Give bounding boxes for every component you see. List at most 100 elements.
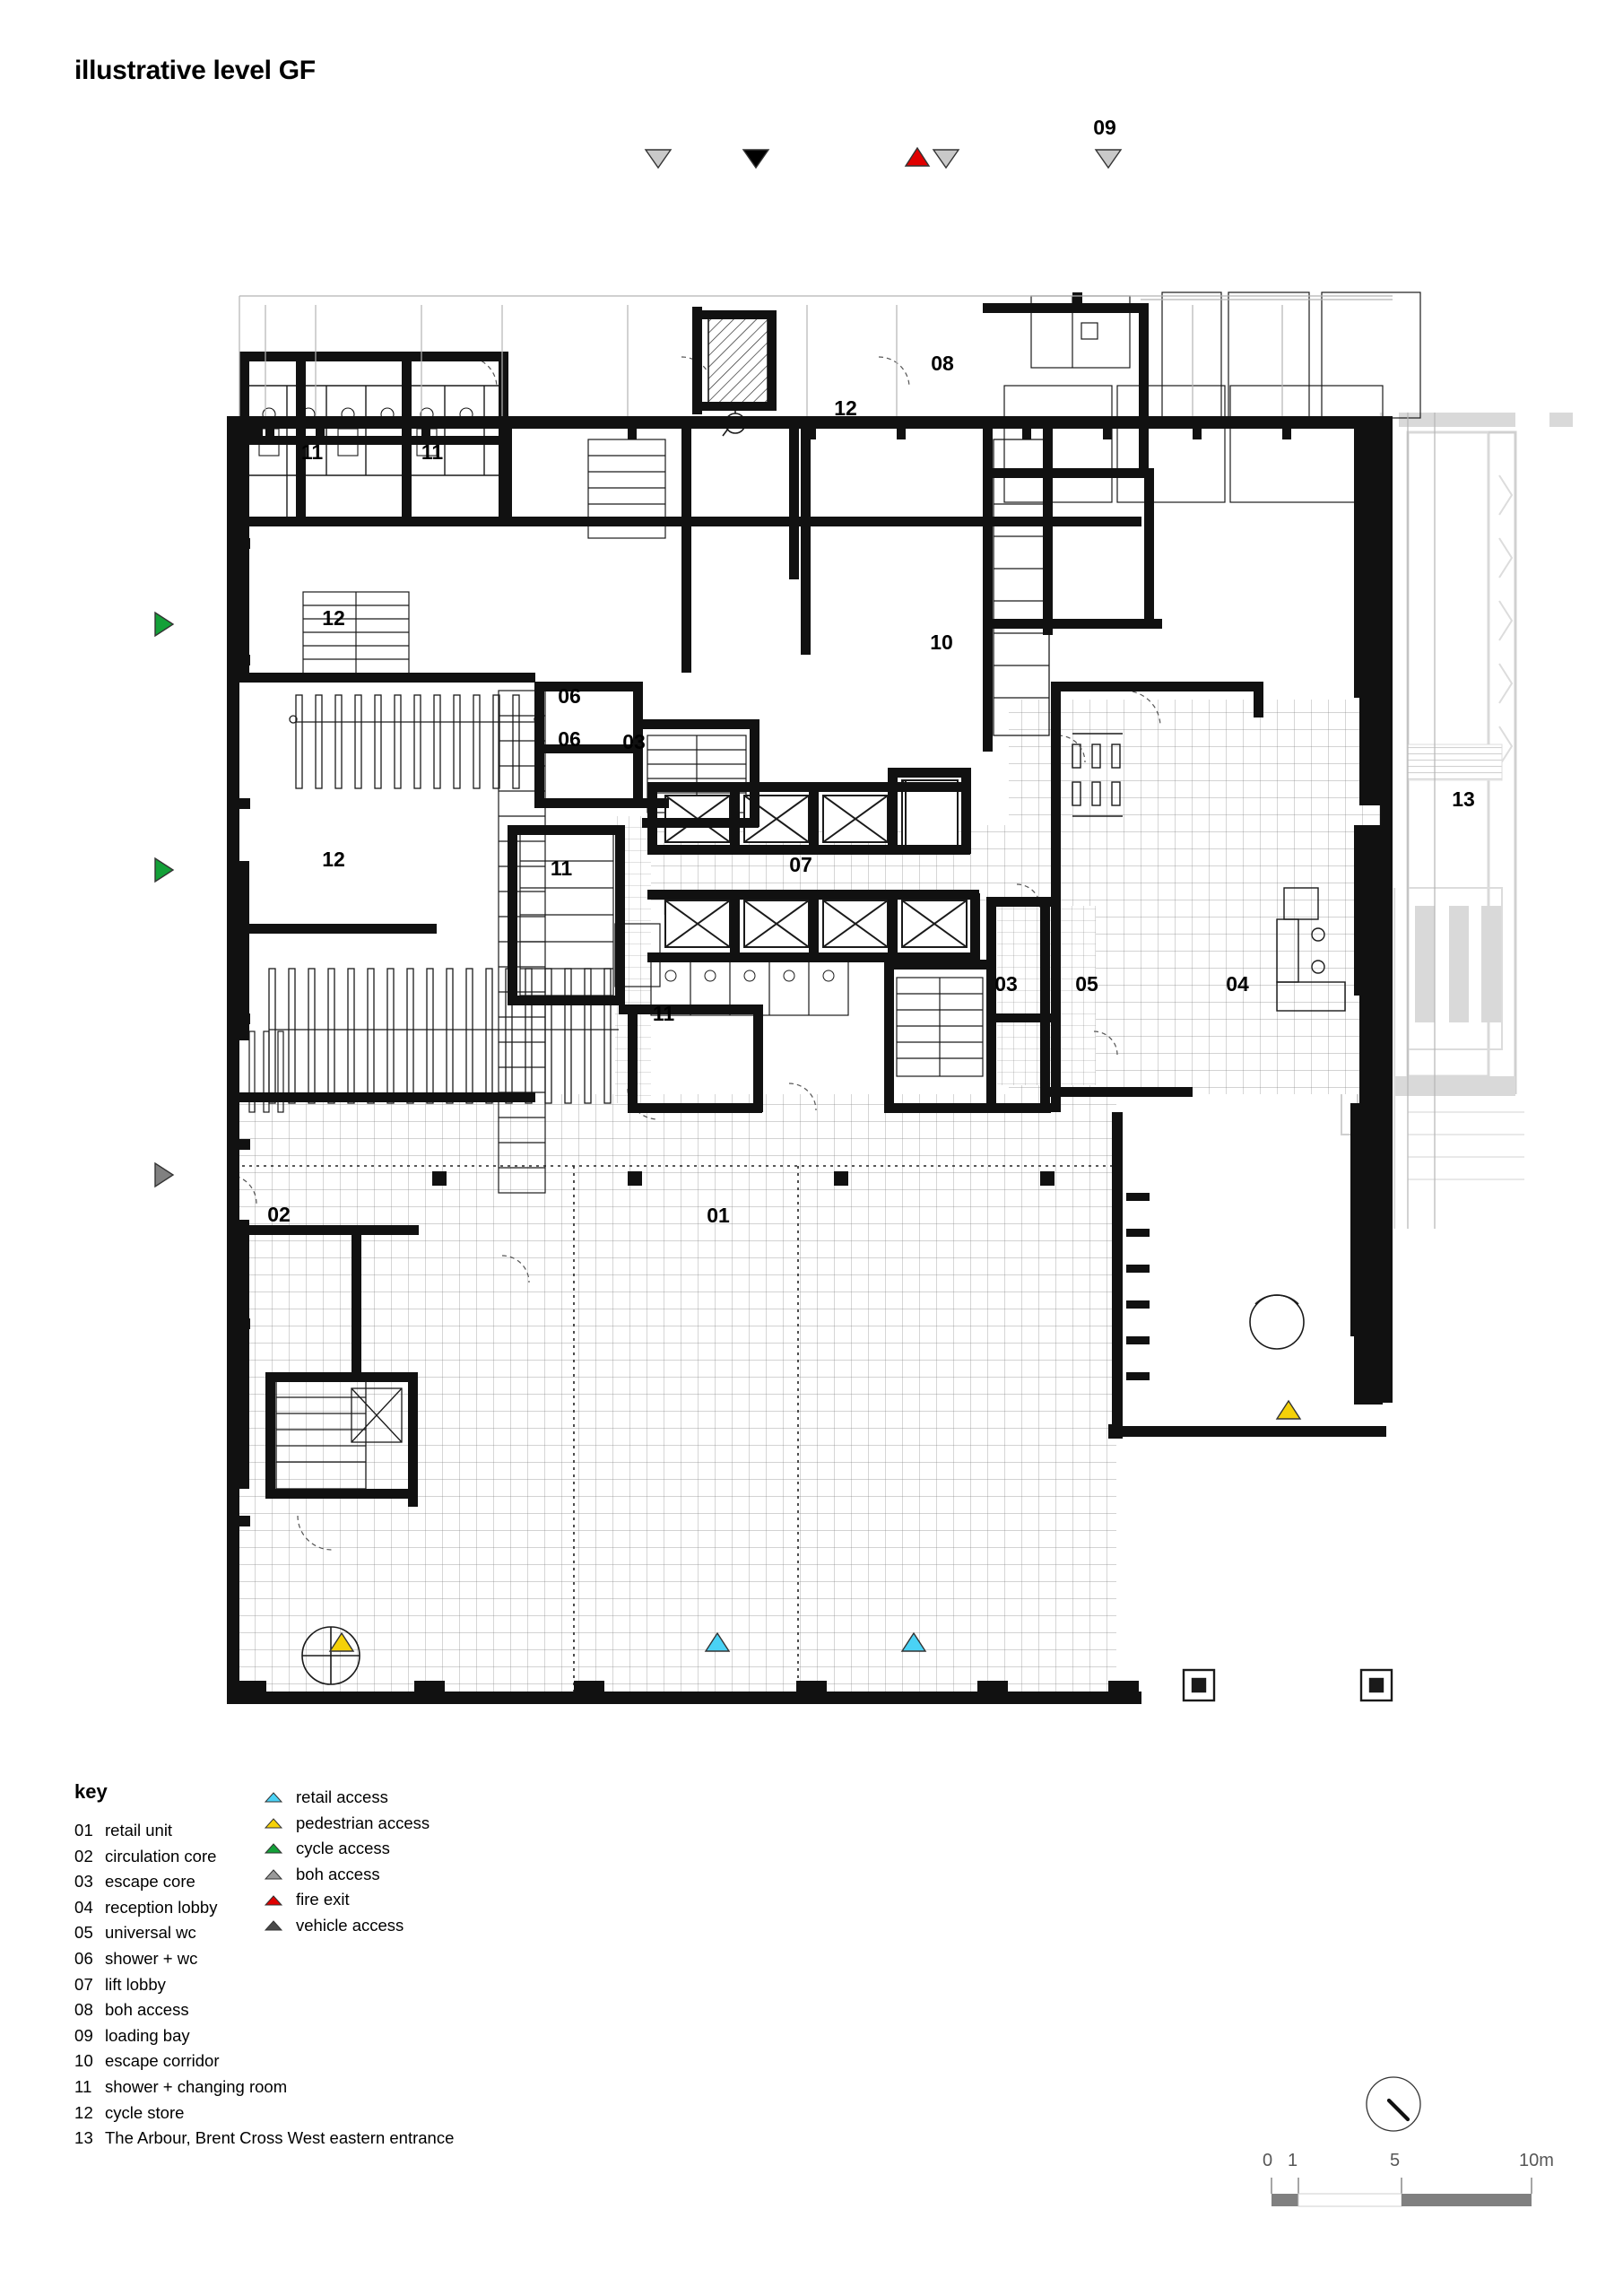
access-marker-boh-access[interactable] [154, 1161, 175, 1188]
access-marker-boh-access[interactable] [644, 149, 673, 170]
triangle-up-icon [260, 1868, 287, 1881]
room-label: 03 [622, 730, 646, 753]
key-item: 11 shower + changing room [74, 2074, 971, 2100]
key-item-label: retail unit [105, 1821, 173, 1839]
key-item-number: 07 [74, 1974, 93, 1994]
access-key-list: retail access pedestrian access cycle acce… [260, 1785, 430, 1939]
triangle-up-icon [260, 1817, 287, 1830]
key-item-label: loading bay [105, 2025, 190, 2045]
key-item: 01 retail unit [74, 1818, 971, 1844]
room-label: 05 [1075, 972, 1098, 996]
access-marker-retail-access[interactable] [704, 1631, 731, 1652]
key-item-number: 12 [74, 2102, 93, 2122]
key-item-label: The Arbour, Brent Cross West eastern ent… [105, 2128, 455, 2148]
scale-tick-label: 5 [1390, 2151, 1401, 2170]
room-label: 07 [789, 853, 812, 876]
scale-tick-label: 0 [1263, 2151, 1273, 2170]
key-item: 04 reception lobby [74, 1895, 971, 1921]
room-label: 11 [551, 857, 573, 880]
access-key-item: vehicle access [260, 1913, 430, 1939]
room-label: 12 [322, 848, 345, 871]
key-item: 07 lift lobby [74, 1972, 971, 1998]
access-marker-fire-exit[interactable] [904, 146, 931, 167]
key-item: 03 escape core [74, 1869, 971, 1895]
key-item: 05 universal wc [74, 1920, 971, 1946]
room-label: 11 [653, 1002, 675, 1025]
room-label: 06 [558, 727, 581, 751]
access-key-label: pedestrian access [296, 1813, 430, 1832]
key-item: 06 shower + wc [74, 1946, 971, 1972]
key-item-number: 03 [74, 1872, 93, 1892]
key-item-number: 05 [74, 1923, 93, 1943]
access-key-label: cycle access [296, 1839, 390, 1858]
access-key-label: boh access [296, 1864, 380, 1883]
access-marker-pedestrian-access[interactable] [328, 1631, 355, 1652]
access-key-item: boh access [260, 1862, 430, 1888]
key-item-label: escape core [105, 1872, 195, 1892]
room-label: 12 [322, 606, 345, 630]
room-label: 01 [707, 1204, 730, 1227]
key-item-label: universal wc [105, 1923, 196, 1943]
key-item: 12 cycle store [74, 2100, 971, 2126]
key-item-number: 10 [74, 2051, 93, 2071]
room-label: 09 [1093, 117, 1116, 139]
room-label: 13 [1452, 787, 1475, 811]
room-label: 04 [1226, 972, 1249, 996]
room-label: 10 [930, 631, 953, 654]
key-item-number: 02 [74, 1846, 93, 1866]
key-item: 02 circulation core [74, 1844, 971, 1870]
key-item-label: shower + wc [105, 1948, 198, 1968]
triangle-up-icon [260, 1894, 287, 1907]
key-item-number: 08 [74, 2000, 93, 2020]
key-item-label: cycle store [105, 2102, 185, 2122]
key-item-number: 13 [74, 2128, 93, 2148]
key-item-label: escape corridor [105, 2051, 220, 2071]
access-marker-boh-access[interactable] [932, 149, 960, 170]
key-item: 10 escape corridor [74, 2048, 971, 2074]
access-key-item: cycle access [260, 1836, 430, 1862]
scale-tick-label: 10m [1519, 2151, 1554, 2170]
room-label: 02 [267, 1203, 291, 1226]
key-item: 13 The Arbour, Brent Cross West eastern e… [74, 2126, 971, 2152]
key-item-label: reception lobby [105, 1897, 218, 1917]
access-marker-retail-access[interactable] [900, 1631, 927, 1652]
room-label: 08 [931, 352, 954, 375]
access-marker-cycle-access[interactable] [154, 611, 175, 638]
secondary-linework [239, 295, 1436, 1229]
scale-tick-label: 1 [1288, 2151, 1298, 2170]
key-item-number: 01 [74, 1821, 93, 1839]
access-key-item: retail access [260, 1785, 430, 1811]
key-item-label: shower + changing room [105, 2076, 288, 2096]
scale-graphic [1263, 2178, 1541, 2213]
key-item-number: 06 [74, 1948, 93, 1968]
key-item-number: 11 [74, 2076, 92, 2096]
access-marker-layer[interactable] [154, 146, 1302, 1652]
access-marker-boh-access[interactable] [1094, 149, 1123, 170]
room-label: 03 [994, 972, 1018, 996]
key-item-label: lift lobby [105, 1974, 166, 1994]
room-label: 06 [558, 684, 581, 708]
floor-finishes [233, 700, 1381, 1704]
page-title: illustrative level GF [74, 56, 316, 85]
room-label: 11 [301, 440, 324, 464]
triangle-up-icon [260, 1842, 287, 1855]
structural-walls [227, 292, 1393, 1704]
room-label: 11 [421, 440, 444, 464]
access-marker-pedestrian-access[interactable] [1275, 1399, 1302, 1420]
key-heading: key [74, 1780, 108, 1803]
key-item-number: 04 [74, 1897, 93, 1917]
key-block: key 01 retail unit 02 circulation core 03 esc… [74, 1780, 971, 2152]
access-key-label: vehicle access [296, 1915, 404, 1935]
access-key-label: fire exit [296, 1890, 350, 1909]
triangle-up-icon [260, 1791, 287, 1804]
key-item-label: circulation core [105, 1846, 217, 1866]
access-marker-vehicle-access[interactable] [742, 149, 770, 170]
access-marker-cycle-access[interactable] [154, 857, 175, 883]
